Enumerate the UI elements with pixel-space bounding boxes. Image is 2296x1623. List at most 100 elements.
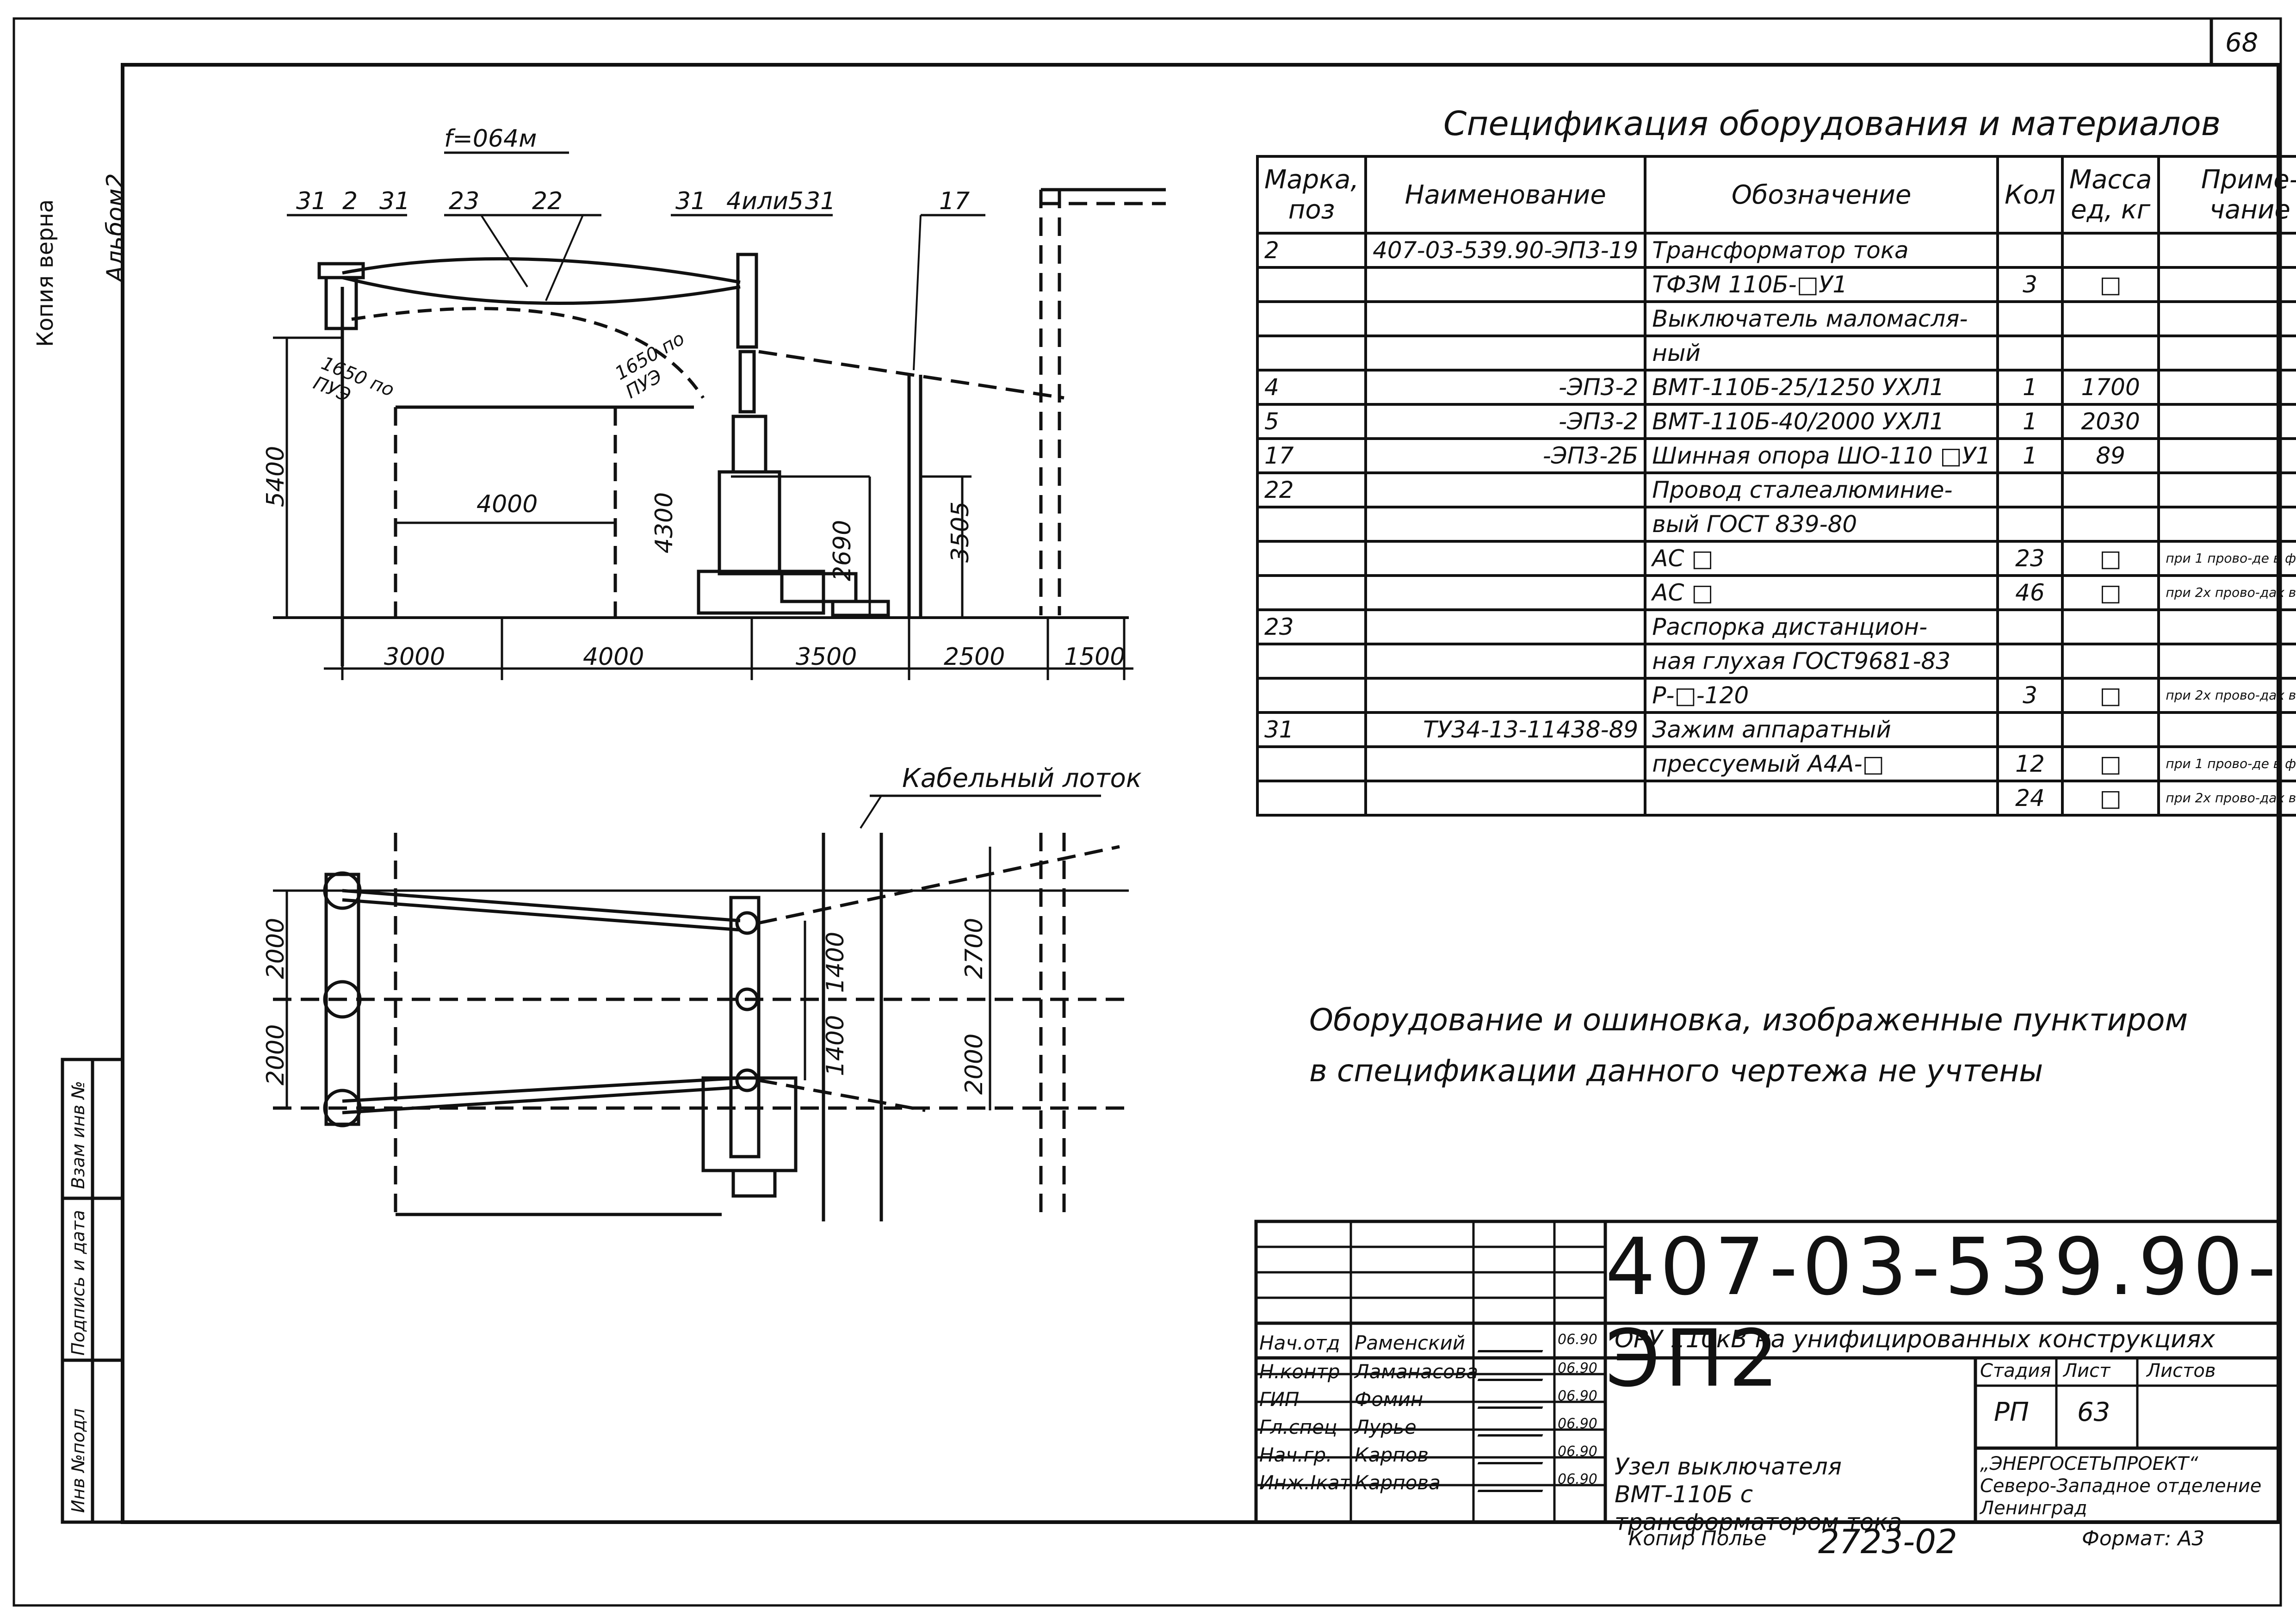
spec-desig: ВМТ-110Б-25/1250 УХЛ1 (1644, 369, 1999, 406)
spec-qty (1996, 335, 2064, 372)
sheet-label: Лист (2063, 1360, 2110, 1381)
spec-mass: □ (2061, 574, 2160, 611)
spec-note (2157, 266, 2296, 303)
spec-name (1364, 643, 1647, 680)
signature (1477, 1420, 1548, 1437)
spec-desig: АС □ (1644, 574, 1999, 611)
object-name: ОРУ 110кВ на унифицированных конструкция… (1615, 1326, 2215, 1353)
sheets-label: Листов (2147, 1360, 2216, 1381)
spec-qty: 1 (1996, 437, 2064, 474)
spec-name (1364, 471, 1647, 508)
spec-pos: 31 (1256, 711, 1368, 748)
spec-desig: Распорка дистанцион- (1644, 608, 1999, 645)
spec-qty (1996, 711, 2064, 748)
spec-desig: АС □ (1644, 540, 1999, 577)
signature (1477, 1365, 1548, 1381)
staff-date: 06.90 (1558, 1416, 1597, 1432)
callout-31b: 31 (379, 187, 410, 215)
signature (1477, 1476, 1548, 1492)
spec-h-name: Наименование (1364, 155, 1647, 235)
spec-note (2157, 471, 2296, 508)
spec-mass (2061, 506, 2160, 543)
spec-note (2157, 608, 2296, 645)
spec-pos: 22 (1256, 471, 1368, 508)
staff-role: Нач.гр. (1259, 1443, 1332, 1466)
spec-name: 407-03-539.90-ЭП3-19 (1364, 232, 1647, 269)
spec-mass (2061, 643, 2160, 680)
dim-3500: 3500 (796, 643, 857, 671)
dim-4000: 4000 (583, 643, 644, 671)
spec-pos: 4 (1256, 369, 1368, 406)
spec-qty: 24 (1996, 780, 2064, 817)
sheet-title: Узел выключателя ВМТ-110Б с трансформато… (1615, 1453, 1902, 1536)
spec-row: прессуемый А4А-□12□при 1 прово-де в фазе (1256, 745, 2296, 782)
callout-31a: 31 (296, 187, 327, 215)
spec-h-mass: Масса ед, кг (2061, 155, 2160, 235)
staff-role: Н.контр (1259, 1360, 1340, 1383)
spec-h-desig: Обозначение (1644, 155, 1999, 235)
spec-note: при 2х прово-дах в фазе (2157, 677, 2296, 714)
staff-role: ГИП (1259, 1388, 1300, 1411)
spec-qty (1996, 643, 2064, 680)
spec-qty: 46 (1996, 574, 2064, 611)
spec-pos (1256, 266, 1368, 303)
spec-mass: □ (2061, 266, 2160, 303)
spec-pos (1256, 506, 1368, 543)
dim-1500: 1500 (1064, 643, 1126, 671)
spec-note: при 1 прово-де в фазе (2157, 745, 2296, 782)
spec-name (1364, 745, 1647, 782)
spec-name (1364, 300, 1647, 337)
callout-2: 2 (342, 187, 358, 215)
spec-h-pos: Марка, поз (1256, 155, 1368, 235)
spec-pos (1256, 574, 1368, 611)
dim-4000-inner: 4000 (477, 490, 538, 518)
sheet-value: 63 (2077, 1397, 2110, 1427)
copied-label: Копир Полье (1628, 1527, 1767, 1550)
spec-name (1364, 677, 1647, 714)
staff-name: Ламанасова (1355, 1360, 1479, 1383)
spec-name: -ЭП3-2Б (1364, 437, 1647, 474)
spec-desig: прессуемый А4А-□ (1644, 745, 1999, 782)
spec-qty (1996, 608, 2064, 645)
spec-note (2157, 335, 2296, 372)
spec-row: АС □23□при 1 прово-де в фазе (1256, 540, 2296, 577)
spec-desig: ВМТ-110Б-40/2000 УХЛ1 (1644, 403, 1999, 440)
spec-note: при 1 прово-де в фазе (2157, 540, 2296, 577)
callout-23: 23 (449, 187, 480, 215)
org-name: „ЭНЕРГОСЕТЬПРОЕКТ“ Северо-Западное отдел… (1980, 1453, 2262, 1519)
spec-note (2157, 300, 2296, 337)
spec-desig: Шинная опора ШО-110 □У1 (1644, 437, 1999, 474)
spec-pos (1256, 540, 1368, 577)
spec-pos (1256, 335, 1368, 372)
spec-qty (1996, 471, 2064, 508)
spec-note (2157, 437, 2296, 474)
spec-qty (1996, 506, 2064, 543)
spec-pos: 2 (1256, 232, 1368, 269)
spec-qty: 1 (1996, 369, 2064, 406)
spec-mass (2061, 608, 2160, 645)
spec-pos (1256, 745, 1368, 782)
staff-name: Карпов (1355, 1443, 1429, 1466)
cable-tray-label: Кабельный лоток (902, 763, 1142, 793)
note-text: Оборудование и ошиновка, изображенные пу… (1309, 1002, 2188, 1089)
staff-date: 06.90 (1558, 1332, 1597, 1348)
spec-h-note: Приме-чание (2157, 155, 2296, 235)
staff-date: 06.90 (1558, 1388, 1597, 1404)
staff-date: 06.90 (1558, 1471, 1597, 1487)
callout-22: 22 (532, 187, 563, 215)
spec-desig: Трансформатор тока (1644, 232, 1999, 269)
spec-pos: 23 (1256, 608, 1368, 645)
spec-note (2157, 232, 2296, 269)
spec-mass (2061, 335, 2160, 372)
spec-h-qty: Кол (1996, 155, 2064, 235)
spec-name (1364, 540, 1647, 577)
callout-4or5: 4или5 (726, 187, 804, 215)
